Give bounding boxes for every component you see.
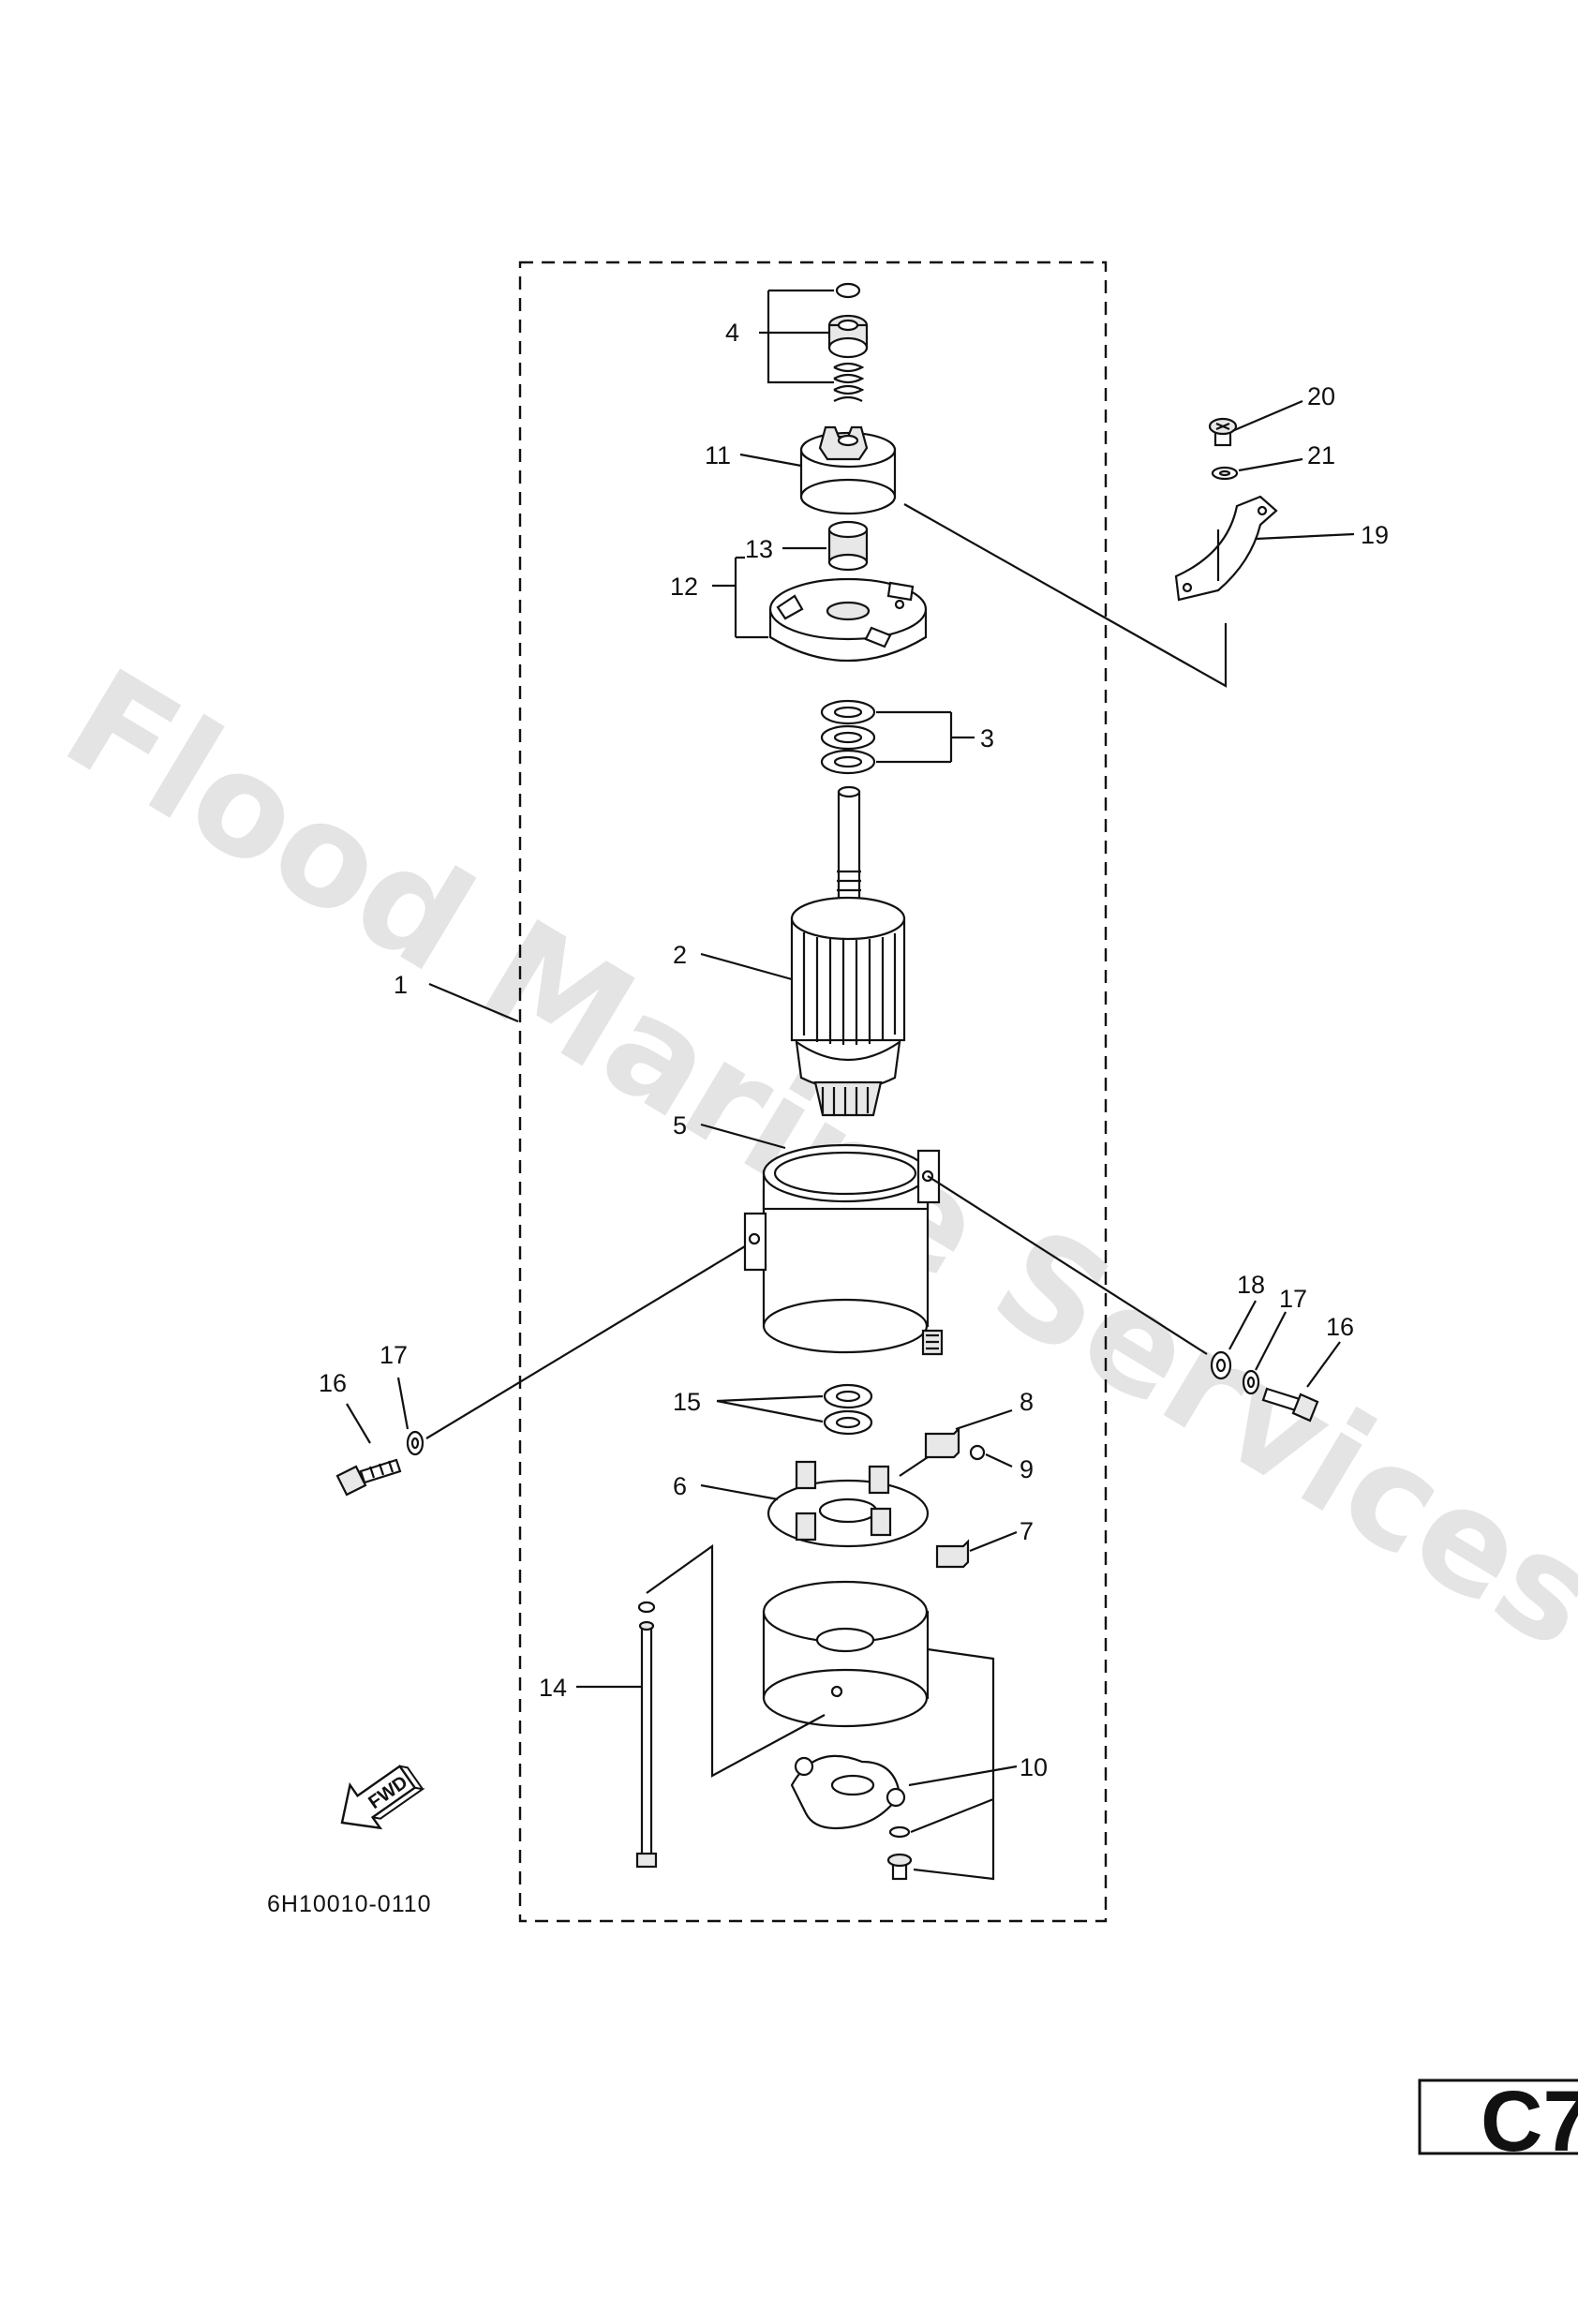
callout-4: 4: [725, 319, 739, 347]
callout-17-right: 17: [1279, 1285, 1307, 1313]
leader-11: [739, 453, 802, 468]
callout-14: 14: [539, 1674, 567, 1702]
leader-4: [759, 289, 834, 384]
part-11-drive-pinion: [799, 425, 897, 515]
callout-15: 15: [673, 1388, 701, 1416]
callout-11: 11: [705, 441, 731, 469]
callout-9: 9: [1020, 1455, 1034, 1483]
part-8-brush: [924, 1426, 960, 1459]
page-code-box: [1418, 2078, 1578, 2155]
callout-12: 12: [670, 573, 698, 601]
leader-15: [716, 1394, 824, 1423]
part-19-bracket: [1174, 495, 1278, 602]
part-9-spring: [969, 1444, 986, 1461]
callout-7: 7: [1020, 1517, 1034, 1545]
callout-18: 18: [1237, 1271, 1265, 1299]
callout-6: 6: [673, 1472, 687, 1500]
leader-8: [955, 1408, 1013, 1431]
page-code: C7: [1481, 2074, 1578, 2169]
assembly-boundary: [518, 261, 1108, 1923]
callout-13: 13: [745, 535, 773, 563]
callout-17-left: 17: [380, 1341, 408, 1369]
callout-21: 21: [1307, 441, 1335, 469]
part-4-drive-stop-set: [827, 282, 869, 402]
leader-19: [1255, 532, 1355, 541]
leader-7: [969, 1530, 1018, 1553]
bolt-line-left: [425, 1245, 746, 1439]
callout-3: 3: [980, 724, 994, 752]
leader-16-left: [346, 1403, 371, 1444]
leader-21: [1238, 457, 1303, 472]
leader-20: [1231, 399, 1303, 433]
leader-6b: [899, 1456, 929, 1477]
callout-8: 8: [1020, 1388, 1034, 1416]
leader-17-left: [396, 1377, 409, 1430]
part-21-washer: [1211, 466, 1239, 481]
bracket-reference-line: [903, 503, 1228, 688]
bolt-line-right: [927, 1175, 1208, 1355]
part-2-armature: [790, 785, 906, 1117]
callout-19: 19: [1361, 521, 1389, 549]
leader-18: [1228, 1300, 1257, 1350]
callout-2: 2: [673, 941, 687, 969]
leader-5: [700, 1123, 786, 1150]
part-15-washers: [823, 1383, 873, 1436]
part-5-yoke: [743, 1143, 944, 1356]
leader-9: [985, 1453, 1013, 1467]
leader-1: [428, 982, 519, 1023]
callout-16-left: 16: [319, 1369, 347, 1397]
part-16-bolt-left: [335, 1458, 402, 1497]
part-10-rear-cover: [762, 1580, 930, 1881]
callout-10: 10: [1020, 1753, 1048, 1781]
part-16-bolt-right: [1261, 1387, 1319, 1423]
fwd-arrow-icon: FWD: [340, 1765, 425, 1830]
part-3-washers: [820, 699, 876, 775]
part-13-bushing: [827, 520, 869, 572]
leader-12: [712, 556, 768, 639]
part-17-washer-right: [1242, 1369, 1260, 1395]
leader-2: [700, 952, 793, 981]
leader-17-right: [1255, 1311, 1287, 1371]
part-20-screw: [1208, 417, 1238, 447]
leader-6: [700, 1483, 779, 1501]
drawing-code: 6H10010-0110: [267, 1891, 432, 1917]
callout-1: 1: [394, 971, 408, 999]
part-17-washer-left: [406, 1430, 424, 1456]
leader-10: [908, 1647, 1018, 1881]
part-12-front-cover: [768, 577, 928, 663]
part-6-brush-holder: [767, 1460, 930, 1548]
part-14-through-bolts: [635, 1601, 658, 1869]
leader-16-right: [1306, 1341, 1341, 1388]
callout-16-right: 16: [1326, 1313, 1354, 1341]
callout-5: 5: [673, 1111, 687, 1140]
bolt-path-line: [646, 1543, 826, 1778]
leader-3: [876, 710, 975, 764]
part-18-washer-right: [1210, 1350, 1232, 1380]
part-7-brush: [935, 1539, 970, 1569]
callout-20: 20: [1307, 382, 1335, 410]
